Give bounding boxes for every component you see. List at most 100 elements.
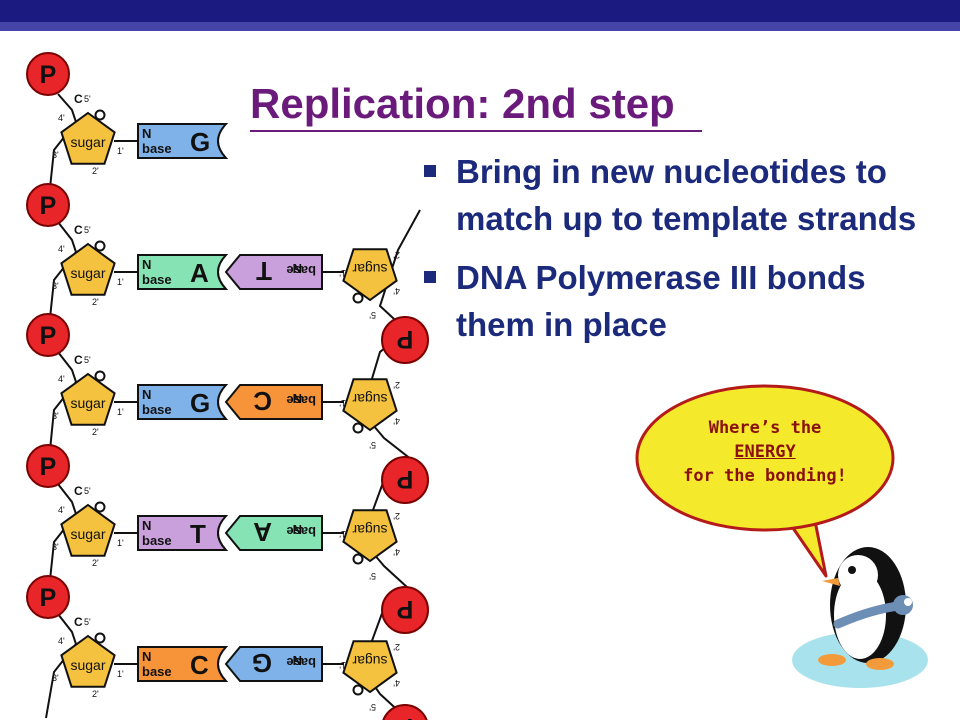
carbon-label: 4': [58, 244, 65, 254]
base-n-label: N: [142, 649, 151, 664]
header-bar: [0, 0, 960, 22]
carbon-label: 1': [117, 538, 124, 548]
template-base-block: [137, 515, 229, 551]
sugar-pentagon: [60, 372, 116, 426]
ring-oxygen: [94, 370, 106, 382]
carbon-label: 3': [52, 673, 59, 683]
template-base-letter: G: [190, 127, 210, 157]
penguin-foot: [818, 654, 846, 666]
sugar-label: sugar: [70, 395, 105, 411]
carbon-label: 2': [92, 427, 99, 437]
carbon-label: 4': [58, 636, 65, 646]
phosphate-circle: [26, 52, 70, 96]
ring-oxygen: [94, 240, 106, 252]
phosphate-circle: [381, 316, 429, 364]
carbon-label: 4': [393, 416, 400, 426]
carbon-label: 1': [117, 146, 124, 156]
carbon-label: 2': [92, 558, 99, 568]
carbon-label: 5': [84, 486, 91, 496]
sugar-label: sugar: [70, 657, 105, 673]
phosphate-group: P: [26, 444, 70, 488]
phosphate-group-inverted: P: [381, 586, 429, 634]
sugar-label: sugar: [352, 261, 387, 277]
bullet-list: Bring in new nucleotides to match up to …: [422, 148, 942, 360]
base-label: base: [286, 524, 316, 539]
carbon-label: 1': [339, 268, 346, 278]
phosphate-circle: [381, 456, 429, 504]
carbon-label: 3': [52, 542, 59, 552]
sugar-pentagon: [60, 634, 116, 688]
sugar-pentagon: [342, 378, 398, 432]
phosphate-circle: [26, 575, 70, 619]
bullet-text: Bring in new nucleotides to match up to …: [456, 153, 917, 237]
carbon-label: 5': [84, 94, 91, 104]
carbon-label: 4': [393, 547, 400, 557]
carbon-label: 4': [393, 678, 400, 688]
base-n-label: N: [142, 126, 151, 141]
phosphate-label: P: [40, 584, 57, 612]
carbon-label: 5': [369, 310, 376, 320]
phosphate-group-inverted: P: [381, 456, 429, 504]
carbon-label: 4': [58, 374, 65, 384]
carbon-label: 5': [84, 225, 91, 235]
bullet-item: DNA Polymerase III bonds them in place: [422, 254, 942, 348]
carbon-label: C: [74, 92, 83, 106]
phosphate-circle: [381, 586, 429, 634]
speech-bubble-body: [635, 384, 895, 532]
sugar-pentagon: [342, 248, 398, 302]
carbon-label: C: [74, 223, 83, 237]
base-n-label: N: [293, 261, 302, 276]
ring-oxygen: [352, 292, 364, 304]
carbon-label: 3': [52, 411, 59, 421]
carbon-label: C: [74, 353, 83, 367]
carbon-label: 1': [117, 407, 124, 417]
sugar-pentagon: [342, 640, 398, 694]
template-base-letter: A: [190, 258, 209, 288]
phosphate-label: P: [397, 325, 414, 353]
sugar-label: sugar: [352, 522, 387, 538]
speech-bubble: [635, 384, 895, 578]
incoming-base-letter: C: [253, 386, 272, 416]
carbon-label: 1': [117, 669, 124, 679]
phosphate-label: P: [397, 465, 414, 493]
base-label: base: [286, 655, 316, 670]
carbon-label: C: [74, 615, 83, 629]
speech-bubble-text: Where’s the ENERGY for the bonding!: [640, 416, 890, 488]
base-label: base: [142, 141, 172, 156]
ring-oxygen: [94, 109, 106, 121]
phosphate-circle: [26, 444, 70, 488]
title-underline: [250, 130, 702, 132]
bullet-text: DNA Polymerase III bonds them in place: [456, 259, 866, 343]
base-n-label: N: [142, 387, 151, 402]
phosphate-label: P: [397, 595, 414, 623]
penguin-face: [838, 555, 878, 595]
speech-bubble-seam: [786, 503, 818, 515]
carbon-label: 1': [339, 529, 346, 539]
base-n-label: N: [293, 653, 302, 668]
carbon-label: 5': [369, 571, 376, 581]
incoming-base-block: [224, 384, 323, 420]
incoming-base-block: [224, 515, 323, 551]
bubble-line: Where’s the: [708, 418, 822, 438]
phosphate-circle: [26, 313, 70, 357]
carbon-label: 4': [393, 286, 400, 296]
slide-title: Replication: 2nd step: [250, 80, 675, 127]
sugar-label: sugar: [70, 265, 105, 281]
phosphate-label: P: [40, 322, 57, 350]
carbon-label: C: [74, 484, 83, 498]
bubble-line: for the bonding!: [683, 466, 847, 486]
sugar-label: sugar: [352, 391, 387, 407]
phosphate-group-inverted: P: [381, 316, 429, 364]
phosphate-label: P: [397, 713, 414, 720]
carbon-label: 2': [393, 380, 400, 390]
carbon-label: 5': [84, 617, 91, 627]
base-label: base: [286, 263, 316, 278]
penguin-beak: [822, 578, 840, 586]
carbon-label: 1': [117, 277, 124, 287]
